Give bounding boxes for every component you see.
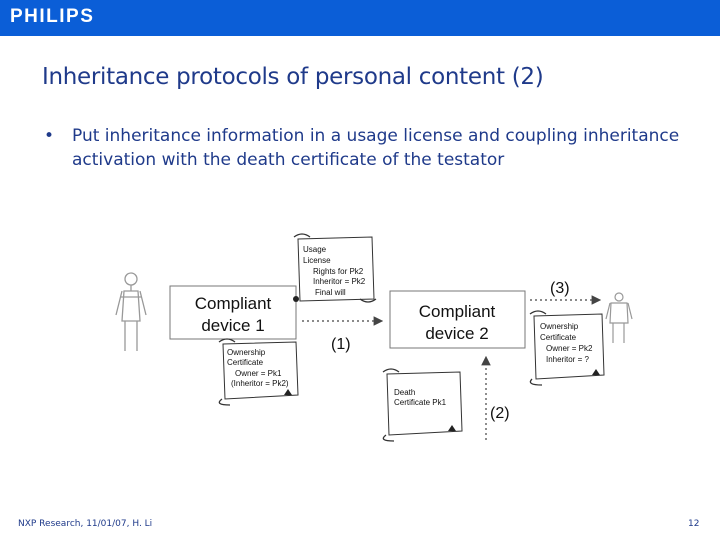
bullet-marker: • — [44, 126, 55, 146]
death-cert-line: Certificate Pk1 — [394, 398, 447, 407]
bullet-text: Put inheritance information in a usage l… — [72, 126, 680, 170]
ownership-cert-1-line: Owner = Pk1 — [235, 369, 282, 378]
device-2-line2: device 2 — [425, 324, 488, 343]
ownership-certificate-1-scroll: Ownership Certificate Owner = Pk1 (Inher… — [218, 338, 299, 406]
ownership-cert-1-line: Ownership — [227, 348, 266, 357]
ownership-certificate-2-scroll: Ownership Certificate Owner = Pk2 Inheri… — [529, 310, 605, 386]
inheritance-diagram: Compliant device 1 Compliant device 2 (1… — [115, 233, 633, 442]
usage-license-line: Final will — [315, 288, 346, 297]
compliant-device-1-box — [169, 285, 297, 340]
usage-license-line: Rights for Pk2 — [313, 267, 364, 276]
footer-credit: NXP Research, 11/01/07, H. Li — [18, 519, 153, 529]
ownership-cert-2-line: Ownership — [540, 322, 579, 331]
step-3-label: (3) — [550, 280, 570, 297]
slide-title: Inheritance protocols of personal conten… — [42, 64, 544, 90]
step-2-label: (2) — [490, 405, 510, 422]
philips-logo: PHILIPS — [10, 6, 95, 27]
ownership-cert-1-line: Certificate — [227, 358, 264, 367]
header-bar: PHILIPS — [0, 0, 720, 36]
ownership-cert-2-line: Inheritor = ? — [546, 355, 589, 364]
testator-person-icon — [115, 272, 147, 351]
inheritor-person-icon — [605, 292, 633, 343]
death-certificate-scroll: Death Certificate Pk1 — [382, 368, 463, 442]
usage-license-line: License — [303, 256, 331, 265]
ownership-cert-2-line: Certificate — [540, 333, 577, 342]
death-cert-line: Death — [394, 388, 415, 397]
device-1-line1: Compliant — [195, 294, 272, 313]
ownership-cert-1-line: (Inheritor = Pk2) — [231, 379, 289, 388]
compliant-device-2-box — [389, 290, 526, 349]
device-1-line2: device 1 — [201, 316, 264, 335]
step-1-label: (1) — [331, 336, 351, 353]
device-2-line1: Compliant — [419, 302, 496, 321]
usage-license-scroll: Usage License Rights for Pk2 Inheritor =… — [293, 233, 377, 303]
usage-license-line: Inheritor = Pk2 — [313, 277, 366, 286]
ownership-cert-2-line: Owner = Pk2 — [546, 344, 593, 353]
page-number: 12 — [688, 519, 700, 529]
usage-license-line: Usage — [303, 245, 327, 254]
